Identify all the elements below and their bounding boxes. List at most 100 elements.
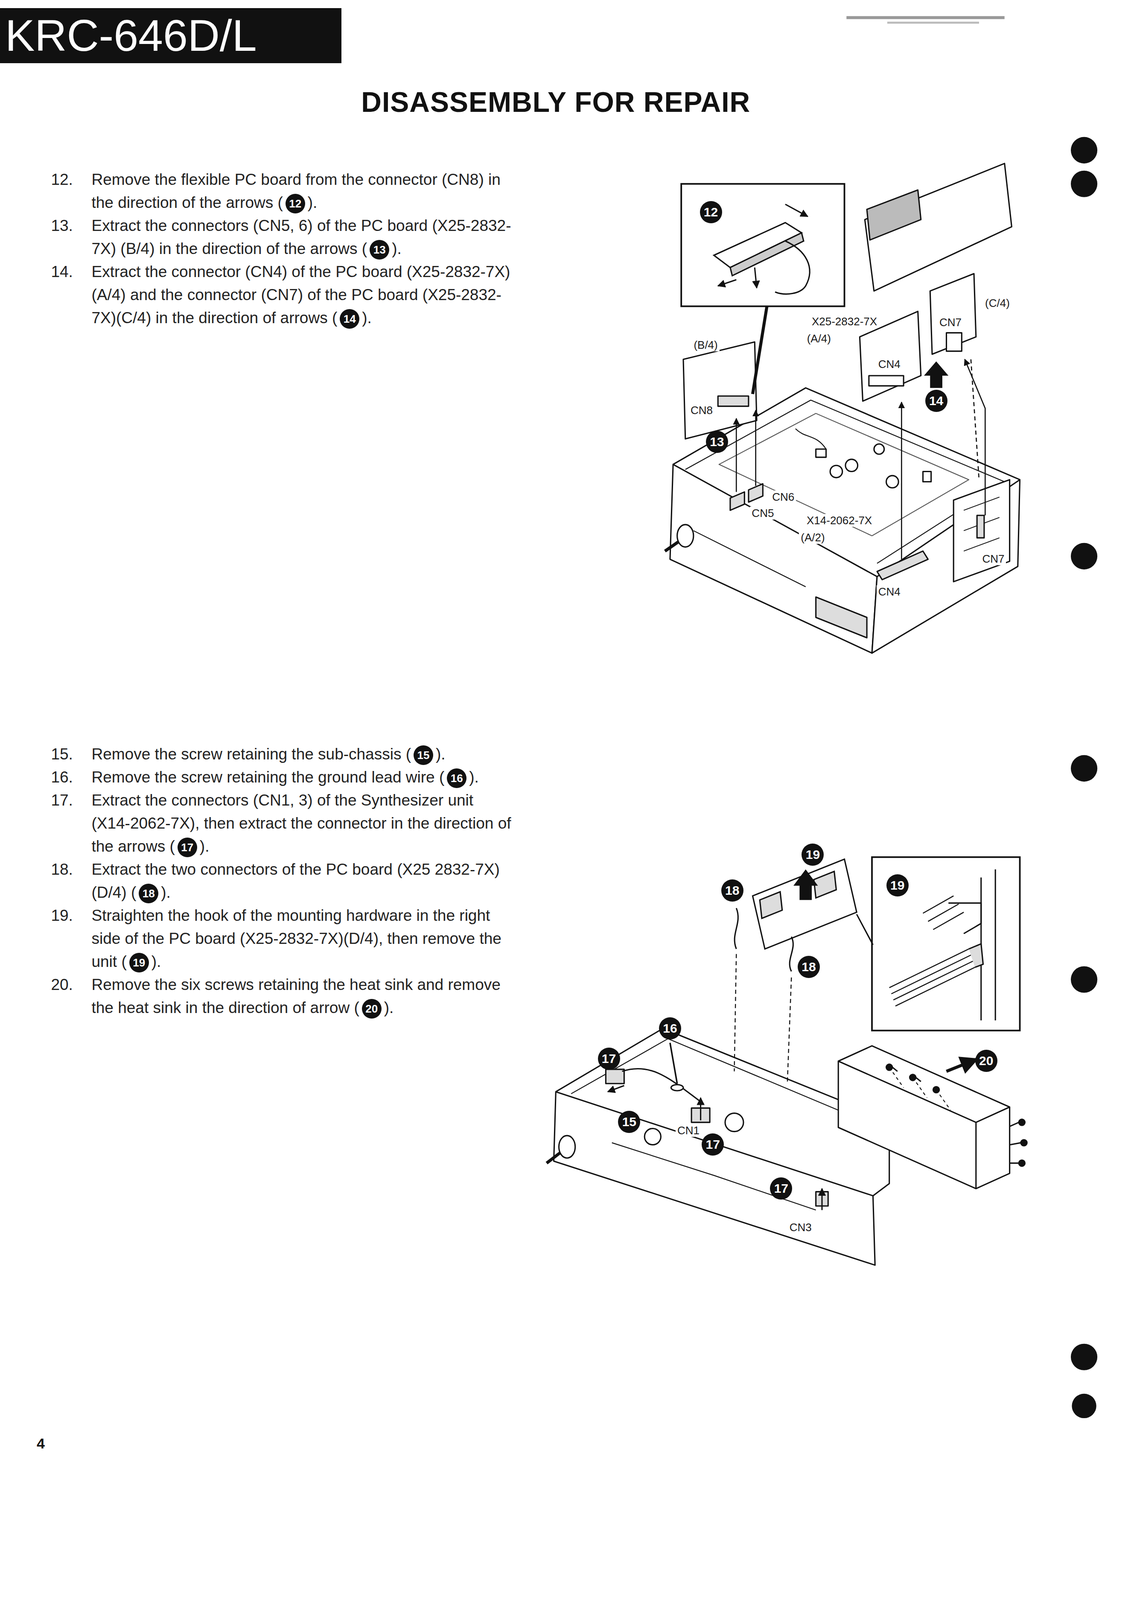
step-text: ). bbox=[384, 998, 394, 1017]
step-text: Extract the connector (CN4) of the PC bo… bbox=[91, 262, 511, 327]
chassis-bottom-part bbox=[605, 1069, 624, 1084]
binder-holes-part bbox=[1071, 1393, 1097, 1418]
inset-12-detail-part bbox=[785, 204, 808, 217]
chassis-bottom-part bbox=[670, 1042, 678, 1084]
step-text: Extract the connectors (CN1, 3) of the S… bbox=[91, 791, 511, 855]
heat-sink-part bbox=[1009, 1122, 1021, 1164]
pc-board-d4-part bbox=[759, 891, 783, 919]
callout-number: 17 bbox=[701, 1133, 724, 1156]
part-label: CN7 bbox=[937, 315, 964, 329]
chassis-top-part bbox=[670, 464, 878, 653]
callout-number: 14 bbox=[339, 308, 360, 329]
callout-number: 19 bbox=[129, 952, 149, 973]
chassis-top-part bbox=[795, 428, 827, 449]
callout-number: 20 bbox=[975, 1049, 998, 1072]
step-text: Extract the connectors (CN5, 6) of the P… bbox=[91, 216, 511, 258]
pc-boards-top-part bbox=[946, 332, 962, 352]
heat-sink-part bbox=[932, 1086, 939, 1093]
instruction-step: 15.Remove the screw retaining the sub-ch… bbox=[50, 742, 516, 766]
pc-board-d4-part bbox=[734, 953, 792, 1084]
heat-sink-part bbox=[886, 1063, 893, 1070]
inset-19-detail bbox=[871, 856, 1020, 1031]
heat-sink-part bbox=[1018, 1160, 1025, 1166]
heat-sink-part bbox=[889, 1066, 951, 1110]
binder-holes bbox=[1070, 137, 1098, 1418]
part-label: (A/4) bbox=[805, 332, 833, 345]
chassis-bottom-part bbox=[546, 1152, 560, 1164]
pc-boards-top-part bbox=[929, 273, 977, 355]
instruction-list: 15.Remove the screw retaining the sub-ch… bbox=[50, 742, 516, 1020]
chassis-bottom-part bbox=[699, 1097, 702, 1121]
pc-board-d4-part bbox=[813, 871, 837, 898]
removal-arrows-top bbox=[736, 359, 986, 560]
callout-number: 15 bbox=[413, 745, 434, 765]
instruction-step: 13.Extract the connectors (CN5, 6) of th… bbox=[50, 214, 516, 261]
pc-board-d4-part bbox=[793, 868, 818, 900]
step-body: Remove the screw retaining the ground le… bbox=[91, 765, 516, 789]
inset-19-detail-part bbox=[889, 948, 976, 1006]
step-text: ). bbox=[160, 883, 171, 901]
part-label: (B/4) bbox=[691, 338, 720, 352]
instruction-list: 12.Remove the flexible PC board from the… bbox=[50, 168, 516, 330]
part-label: CN7 bbox=[980, 552, 1006, 566]
removal-arrows-top-part bbox=[970, 359, 980, 480]
inset-19-detail-part bbox=[923, 895, 965, 930]
step-body: Extract the connectors (CN1, 3) of the S… bbox=[91, 788, 516, 858]
chassis-top-part bbox=[886, 475, 899, 488]
step-number: 19. bbox=[50, 903, 92, 974]
chassis-top-part bbox=[845, 459, 858, 472]
step-number: 16. bbox=[50, 765, 92, 789]
pc-boards-top-part bbox=[864, 163, 1012, 292]
header-smudge-part bbox=[887, 21, 980, 24]
instruction-step: 16.Remove the screw retaining the ground… bbox=[50, 765, 516, 789]
chassis-top-part bbox=[923, 471, 932, 482]
chassis-top-part bbox=[664, 541, 679, 551]
header-smudge bbox=[846, 17, 1005, 23]
removal-arrows-top-part bbox=[900, 402, 903, 560]
binder-holes-part bbox=[1070, 542, 1098, 570]
instruction-step: 17.Extract the connectors (CN1, 3) of th… bbox=[50, 788, 516, 858]
callout-number: 18 bbox=[138, 883, 159, 904]
step-text: ). bbox=[151, 952, 162, 971]
heat-sink-part bbox=[892, 1066, 922, 1082]
step-number: 20. bbox=[50, 973, 92, 1020]
chassis-top-part bbox=[976, 515, 985, 538]
heat-sink-part bbox=[1018, 1119, 1025, 1126]
inset-12-detail-part bbox=[717, 279, 737, 286]
pc-board-d4-part bbox=[752, 859, 857, 949]
callout-number: 12 bbox=[285, 193, 306, 214]
pc-board-d4-part bbox=[856, 914, 873, 945]
chassis-top-part bbox=[719, 413, 969, 536]
inset-12-detail-part bbox=[775, 241, 810, 295]
chassis-top-part bbox=[816, 448, 827, 458]
callout-number: 17 bbox=[769, 1177, 793, 1200]
part-label: CN5 bbox=[749, 506, 776, 520]
part-label: X25-2832-7X bbox=[810, 314, 879, 328]
chassis-bottom-part bbox=[644, 1128, 661, 1145]
removal-arrows-top-part bbox=[735, 418, 738, 492]
step-number: 12. bbox=[50, 168, 92, 215]
removal-arrows-top-part bbox=[924, 361, 949, 388]
pc-boards-top-part bbox=[683, 341, 757, 439]
step-text: Remove the screw retaining the sub-chass… bbox=[91, 745, 412, 763]
binder-holes-part bbox=[1070, 137, 1098, 164]
step-text: ). bbox=[199, 837, 210, 855]
pc-board-d4-part bbox=[789, 936, 793, 971]
chassis-top-part bbox=[953, 479, 1010, 582]
chassis-top-part bbox=[730, 491, 745, 511]
step-text: ). bbox=[307, 193, 318, 212]
step-text: ). bbox=[391, 239, 402, 258]
callout-number: 18 bbox=[797, 955, 820, 978]
inset-12-detail-part bbox=[754, 267, 757, 289]
pc-boards-top-part bbox=[866, 189, 922, 240]
chassis-bottom-part bbox=[670, 1084, 684, 1091]
heat-sink bbox=[838, 1045, 1027, 1189]
step-body: Remove the six screws retaining the heat… bbox=[91, 973, 516, 1020]
pc-board-d4-part bbox=[734, 907, 738, 949]
inset-12-detail-part bbox=[681, 183, 845, 307]
step-text: Remove the six screws retaining the heat… bbox=[91, 975, 501, 1017]
binder-holes-part bbox=[1070, 965, 1098, 993]
heat-sink-part bbox=[1020, 1139, 1027, 1146]
step-body: Remove the flexible PC board from the co… bbox=[91, 168, 516, 215]
